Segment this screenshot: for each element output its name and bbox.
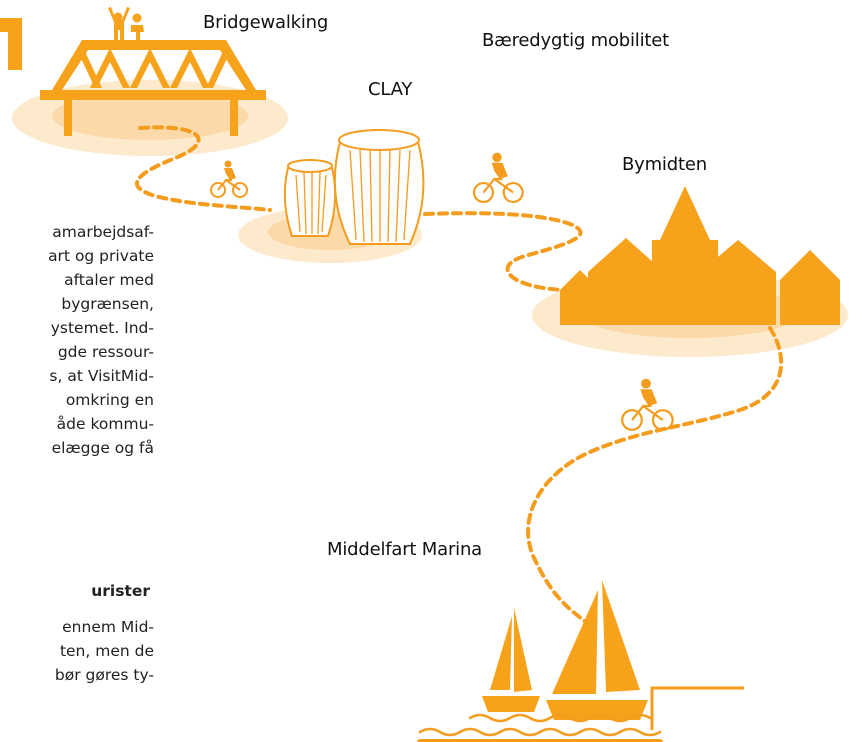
sailboat-icon [482,580,648,720]
body-line: ten, men de [59,642,154,660]
cyclist-icon [621,378,674,431]
body-line: art og private [48,247,154,265]
body-line: omkring en [65,391,154,409]
label-bymidten: Bymidten [622,154,707,175]
cyclist-icon [472,152,524,204]
section-heading: urister [91,582,150,600]
body-line: ystemet. Ind- [50,319,154,337]
body-line: ennem Mid- [62,618,154,636]
body-line: åde kommu- [56,415,154,433]
body-line: amarbejdsaf- [52,223,154,241]
pier [650,686,744,730]
bike-route [135,125,784,627]
town-icon [560,186,840,325]
body-line: bygrænsen, [61,295,154,313]
cyclist-icon [210,160,248,198]
label-middelfart-marina: Middelfart Marina [327,539,483,560]
body-line: s, at VisitMid- [49,367,154,385]
body-line: bør gøres ty- [54,666,154,684]
waves-icon [417,713,663,742]
bridge-icon [40,40,266,136]
body-line: elægge og få [51,439,154,457]
clay-pots-icon [283,129,425,245]
people-icon [108,7,144,40]
label-sustainable-mobility: Bæredygtig mobilitet [482,30,669,51]
label-clay: CLAY [368,79,413,100]
body-text-2: ennem Mid- ten, men de bør gøres ty- [0,615,154,687]
body-text: amarbejdsaf- art og private aftaler med … [0,220,154,460]
label-bridgewalking: Bridgewalking [203,12,329,33]
body-line: aftaler med [64,271,154,289]
corner-mark [0,18,22,70]
body-line: gde ressour- [57,343,154,361]
